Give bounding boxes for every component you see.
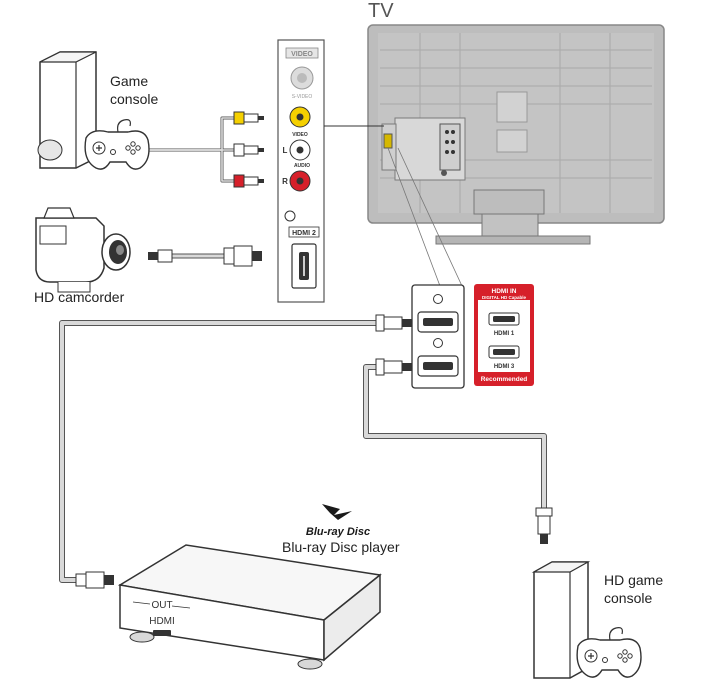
bluray-brand-label: Blu-ray Disc (306, 526, 370, 538)
hd-game-console-label-1: HD game (604, 572, 663, 588)
badge-subtitle: DIGITAL HD Capable (482, 295, 527, 300)
badge-title: HDMI IN (492, 288, 517, 295)
hdmi-port-icon (493, 316, 515, 322)
side-svideo-label: S-VIDEO (292, 94, 313, 100)
bluray-player-label: Blu-ray Disc player (282, 539, 400, 555)
hd-game-console (531, 561, 591, 679)
bluray-player: OUT HDMI (117, 544, 382, 670)
side-hdmi2-label: HDMI 2 (292, 230, 316, 237)
side-video-title: VIDEO (291, 51, 313, 58)
badge-port1: HDMI 1 (494, 331, 515, 337)
hdmi-rear-panel (387, 147, 465, 389)
tv-side-panel: VIDEO S-VIDEO VIDEO L AUDIO R HDMI 2 (277, 39, 325, 303)
tv-label: TV (368, 0, 394, 22)
side-left-label: L (283, 146, 288, 155)
badge-port3: HDMI 3 (494, 364, 515, 370)
game-console-label-1: Game (110, 73, 148, 89)
tv-rear (367, 24, 665, 245)
side-right-label: R (282, 177, 288, 186)
player-hdmi-label: HDMI (149, 616, 175, 627)
rca-plug-icon (233, 111, 264, 188)
badge-footer: Recommended (481, 376, 528, 383)
hdmi-plugs (75, 245, 553, 589)
game-controller-icon (576, 627, 642, 678)
hd-game-console-label-2: console (604, 590, 652, 606)
game-console-label-2: console (110, 91, 158, 107)
player-out-label: OUT (151, 600, 172, 611)
side-audio-label: AUDIO (294, 163, 310, 169)
camcorder-icon (35, 207, 131, 293)
hdmi-port-icon (493, 349, 515, 355)
game-console (37, 51, 97, 169)
hdmi-port-icon (423, 318, 453, 326)
hdmi-in-badge: HDMI IN DIGITAL HD Capable HDMI 1 HDMI 3… (474, 284, 534, 386)
hdmi-port-icon (153, 630, 171, 636)
side-video-label: VIDEO (292, 132, 308, 138)
hd-camcorder-label: HD camcorder (34, 289, 125, 305)
cables (59, 116, 547, 583)
bluray-disc-logo-icon: Blu-ray Disc (306, 504, 370, 538)
hdmi-port-icon (423, 362, 453, 370)
game-controller-icon (84, 119, 150, 170)
